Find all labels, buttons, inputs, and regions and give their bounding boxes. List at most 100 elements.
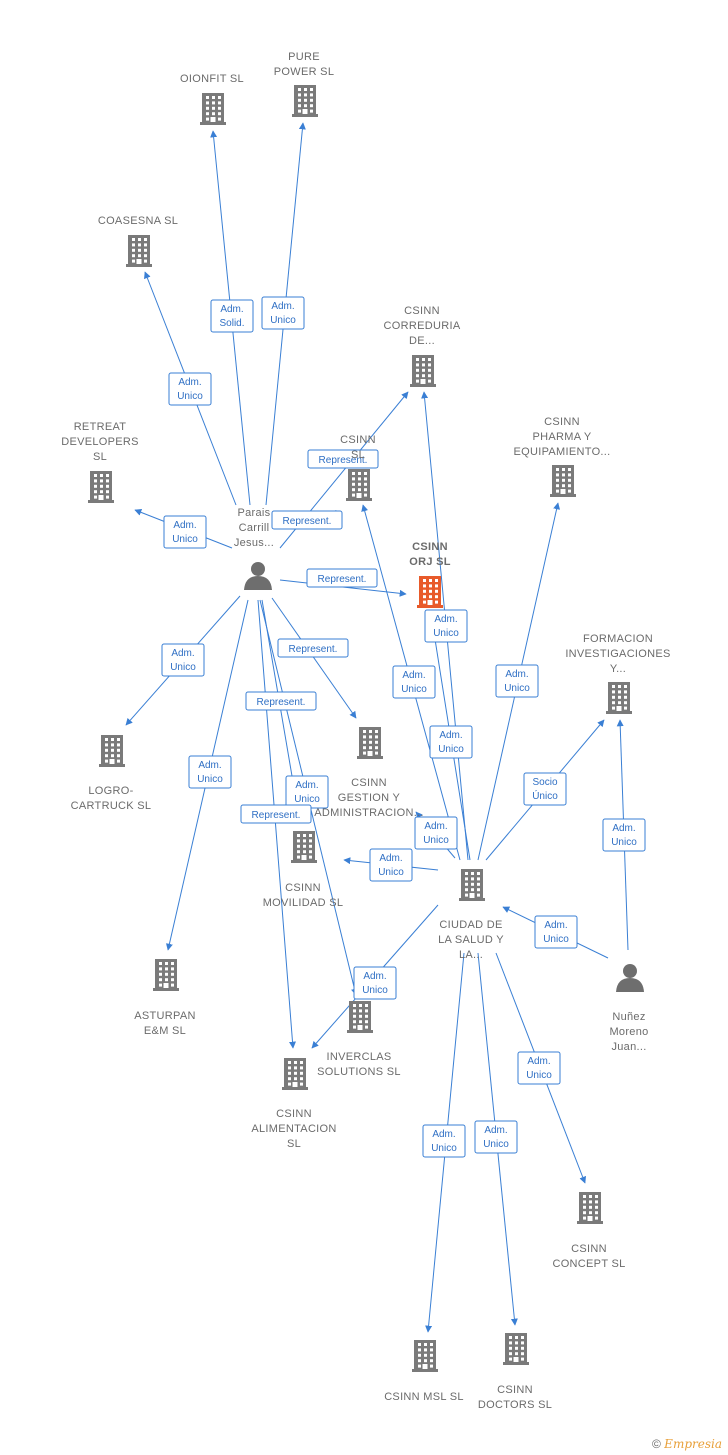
node-label-text: CSINN [351,777,387,789]
edge-label-text: Adm. [379,853,402,864]
node-label-text: SL [351,449,365,461]
edge-label-paraiso-to-csinn_alimentacion[interactable]: Represent. [240,804,312,824]
node-paraiso[interactable]: ParaisCarrillJesus... [234,507,274,590]
edge-label-text: Adm. [178,377,201,388]
edge-label-paraiso-to-inverclas[interactable]: Adm.Unico [285,775,329,809]
edge-label-ciudad-to-csinn_gestion[interactable]: Adm.Unico [414,816,458,850]
node-coasesna[interactable]: COASESNA SL [98,215,178,267]
node-label-text: ORJ SL [409,556,451,568]
edge-label-ciudad-to-csinn_orj[interactable]: Adm.Unico [429,725,473,759]
edge-label-nunez-to-formacion[interactable]: Adm.Unico [602,818,646,852]
edge-label-paraiso-to-csinn_correduria[interactable]: Represent. [307,449,379,469]
edge-label-ciudad-to-csinn_doctors[interactable]: Adm.Unico [474,1120,518,1154]
edge-label-text: Socio [532,777,557,788]
building-icon [88,471,114,503]
edge-label-ciudad-to-csinn_movilidad[interactable]: Adm.Unico [369,848,413,882]
edge-label-paraiso-to-oionfit[interactable]: Adm.Solid. [210,299,254,333]
node-label-text: Carrill [239,522,270,534]
edge-label-ciudad-to-csinn_alimentacion[interactable]: Adm.Unico [353,966,397,1000]
edge-label-text: Unico [431,1143,457,1154]
edge-label-box [474,1120,518,1154]
node-label-text: COASESNA SL [98,215,178,227]
node-label-text: LA SALUD Y [438,934,504,946]
node-nunez[interactable]: NuñezMorenoJuan... [609,964,648,1053]
edge-label-paraiso-to-pure_power[interactable]: Adm.Unico [261,296,305,330]
edge-label-paraiso-to-coasesna[interactable]: Adm.Unico [168,372,212,406]
node-csinn-correduria[interactable]: CSINNCORREDURIADE... [384,305,461,387]
edge-label-text: Unico [504,683,530,694]
edge-paraiso-to-csinn_gestion [271,597,357,719]
edge-label-paraiso-to-retreat[interactable]: Adm.Unico [163,515,207,549]
edge-label-ciudad-to-csinn_correduria[interactable]: Adm.Unico [424,609,468,643]
edge-label-text: Unico [483,1139,509,1150]
edge-label-text: Adm. [171,648,194,659]
node-label-text: Moreno [609,1026,648,1038]
edge-label-text: Adm. [424,821,447,832]
edge-label-text: Adm. [544,920,567,931]
edge-label-box [523,772,567,806]
edge-label-box [495,664,539,698]
edge-label-box [424,609,468,643]
node-label-text: DEVELOPERS [61,436,139,448]
node-label-text: CSINN [276,1108,312,1120]
edge-label-ciudad-to-csinn_pharma[interactable]: Adm.Unico [495,664,539,698]
edge-label-ciudad-to-csinn_sl[interactable]: Adm.Unico [392,665,436,699]
node-label-text: SL [287,1138,301,1150]
edge-label-box [602,818,646,852]
building-icon [292,85,318,117]
edge-label-paraiso-to-asturpan[interactable]: Adm.Unico [188,755,232,789]
edge-paraiso-to-csinn_alimentacion [257,599,296,1049]
edge-label-ciudad-to-csinn_concept[interactable]: Adm.Unico [517,1051,561,1085]
edge-label-box [277,638,349,658]
edge-label-text: Adm. [295,780,318,791]
edge-label-paraiso-to-csinn_sl[interactable]: Represent. [271,510,343,530]
node-label-text: CSINN [544,416,580,428]
brand-logo[interactable]: Empresia [664,1437,722,1451]
edge-label-text: Unico [433,628,459,639]
edge-label-text: Unico [170,662,196,673]
node-asturpan[interactable]: ASTURPAN E&M SL [134,959,195,1037]
building-icon [410,355,436,387]
node-label-text: CSINN [571,1243,607,1255]
edge-label-nunez-to-ciudad[interactable]: Adm.Unico [534,915,578,949]
edge-label-paraiso-to-csinn_movilidad[interactable]: Represent. [245,691,317,711]
node-label-text: ADMINISTRACION... [314,807,424,819]
node-label-text: E&M SL [144,1025,186,1037]
building-icon [417,576,443,608]
edge-label-box [534,915,578,949]
node-label-text: OIONFIT SL [180,73,244,85]
node-csinn-msl[interactable]: CSINN MSL SL [384,1340,464,1403]
node-label-text: PURE [288,51,320,63]
edge-label-paraiso-to-csinn_orj[interactable]: Represent. [306,568,378,588]
building-icon [99,735,125,767]
edge-label-paraiso-to-csinn_gestion[interactable]: Represent. [277,638,349,658]
edge-label-ciudad-to-csinn_msl[interactable]: Adm.Unico [422,1124,466,1158]
node-label-text: INVESTIGACIONES [565,648,670,660]
edge-label-box [353,966,397,1000]
edge-label-text: Adm. [402,670,425,681]
node-oionfit[interactable]: OIONFIT SL [180,73,244,125]
node-label-text: ASTURPAN [134,1010,195,1022]
edge-label-box [188,755,232,789]
edge-label-box [161,643,205,677]
edge-label-paraiso-to-logro[interactable]: Adm. Unico [161,643,205,677]
node-logro[interactable]: LOGRO-CARTRUCK SL [71,735,152,812]
building-icon [606,682,632,714]
node-formacion[interactable]: FORMACIONINVESTIGACIONESY... [565,633,670,714]
edge-label-text: Unico [270,315,296,326]
node-label-text: LA... [459,949,483,961]
